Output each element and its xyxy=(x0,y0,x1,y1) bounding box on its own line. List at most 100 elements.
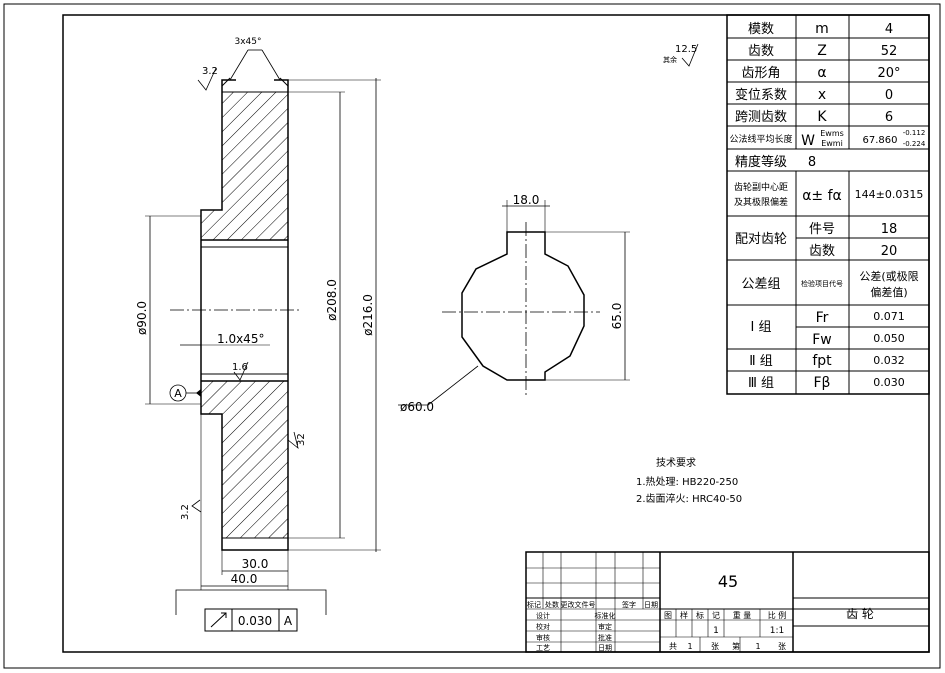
svg-text:Ⅰ 组: Ⅰ 组 xyxy=(751,320,772,335)
roughness-symbol-1: 3.2 xyxy=(197,66,218,91)
svg-text:张: 张 xyxy=(711,642,719,651)
svg-text:变位系数: 变位系数 xyxy=(735,87,787,103)
tip-diameter-label: ø216.0 xyxy=(361,294,375,336)
svg-text:0.071: 0.071 xyxy=(873,310,905,323)
svg-text:144±0.0315: 144±0.0315 xyxy=(855,188,924,201)
roughness-symbol-4: 3.2 xyxy=(180,499,202,520)
general-roughness: 其余 12.5 xyxy=(663,43,699,67)
svg-text:67.860: 67.860 xyxy=(863,135,898,146)
title-block-text: 45 齿 轮 标记 处数 更改文件号 签字 日期 设计 标准化 校对 审定 审核… xyxy=(527,572,874,652)
svg-text:记: 记 xyxy=(712,611,720,620)
part-name: 齿 轮 xyxy=(846,607,874,621)
param-table-text: 模数 m 4 齿数 Z 52 齿形角 α 20° 变位系数 x 0 跨测齿数 K… xyxy=(729,21,925,391)
svg-text:3.2: 3.2 xyxy=(202,66,218,77)
svg-text:1: 1 xyxy=(687,642,692,651)
gear-parameter-table xyxy=(726,14,930,395)
svg-text:Ewmi: Ewmi xyxy=(821,139,843,148)
svg-text:日期: 日期 xyxy=(598,644,612,652)
svg-text:齿形角: 齿形角 xyxy=(741,66,780,81)
roughness-symbol-3: 32 xyxy=(287,431,307,450)
gear-section-view xyxy=(170,77,300,551)
svg-text:52: 52 xyxy=(881,44,898,59)
tech-line-1: 1.热处理: HB220-250 xyxy=(636,475,738,488)
svg-text:设计: 设计 xyxy=(536,611,550,620)
technical-requirements: 技术要求 1.热处理: HB220-250 2.齿面淬火: HRC40-50 xyxy=(636,456,742,505)
svg-text:比 例: 比 例 xyxy=(768,610,787,620)
svg-text:fpt: fpt xyxy=(812,353,832,369)
svg-text:4: 4 xyxy=(885,22,893,37)
keyway-section-view: 18.0 65.0 ø60.0 xyxy=(398,193,630,414)
title-block xyxy=(525,551,930,653)
svg-text:3.2: 3.2 xyxy=(180,504,191,520)
svg-text:日期: 日期 xyxy=(644,601,658,609)
svg-text:18: 18 xyxy=(881,222,898,237)
dim-tip-diameter: ø216.0 xyxy=(288,78,381,552)
svg-text:更改文件号: 更改文件号 xyxy=(561,600,596,609)
svg-text:审定: 审定 xyxy=(598,622,612,631)
svg-text:公法线平均长度: 公法线平均长度 xyxy=(729,133,792,145)
svg-text:标: 标 xyxy=(696,610,704,620)
svg-text:8: 8 xyxy=(808,155,816,170)
svg-text:W: W xyxy=(801,133,815,149)
svg-text:Fw: Fw xyxy=(812,332,832,348)
svg-text:标记: 标记 xyxy=(527,600,541,609)
svg-text:共: 共 xyxy=(669,642,677,651)
svg-text:审核: 审核 xyxy=(536,633,550,642)
chamfer-top-label: 3x45° xyxy=(234,37,261,47)
svg-text:Z: Z xyxy=(817,43,827,59)
svg-text:处数: 处数 xyxy=(545,600,559,609)
svg-text:α: α xyxy=(817,65,826,81)
svg-text:0: 0 xyxy=(885,88,893,103)
svg-text:齿轮副中心距: 齿轮副中心距 xyxy=(734,181,788,193)
svg-text:标准化: 标准化 xyxy=(595,611,616,620)
svg-text:1: 1 xyxy=(755,642,760,651)
svg-text:ø60.0: ø60.0 xyxy=(400,400,434,414)
tech-line-2: 2.齿面淬火: HRC40-50 xyxy=(636,492,742,505)
svg-text:偏差值): 偏差值) xyxy=(870,285,907,299)
svg-text:跨测齿数: 跨测齿数 xyxy=(735,110,787,125)
svg-text:m: m xyxy=(815,21,829,37)
svg-text:α± fα: α± fα xyxy=(802,188,842,204)
outer-border xyxy=(3,3,941,669)
gdt-datum: A xyxy=(284,614,293,628)
svg-text:重 量: 重 量 xyxy=(733,610,752,620)
svg-text:其余: 其余 xyxy=(663,55,677,64)
svg-text:65.0: 65.0 xyxy=(610,303,624,330)
svg-text:0.030: 0.030 xyxy=(873,376,905,389)
roughness-symbol-2: 1.6 xyxy=(232,361,249,381)
svg-text:第: 第 xyxy=(732,641,740,651)
svg-text:0.050: 0.050 xyxy=(873,332,905,345)
material-label: 45 xyxy=(718,572,738,591)
svg-text:x: x xyxy=(818,87,826,103)
datum-a: A xyxy=(169,384,201,402)
svg-text:1: 1 xyxy=(713,626,719,636)
svg-text:20: 20 xyxy=(881,244,898,259)
svg-text:18.0: 18.0 xyxy=(513,193,540,207)
svg-text:签字: 签字 xyxy=(622,600,636,609)
svg-text:校对: 校对 xyxy=(536,622,550,631)
svg-text:精度等级: 精度等级 xyxy=(735,154,787,170)
svg-text:Fr: Fr xyxy=(816,310,829,326)
svg-text:Ⅱ 组: Ⅱ 组 xyxy=(749,354,773,369)
dim-bore-diameter: ø90.0 xyxy=(135,215,201,405)
svg-text:1:1: 1:1 xyxy=(770,626,784,636)
bore-chamfer-callout: 1.0x45° xyxy=(180,332,270,346)
svg-text:图: 图 xyxy=(664,611,672,620)
dim-hub-width: 30.0 xyxy=(221,550,289,590)
svg-text:0.032: 0.032 xyxy=(873,354,905,367)
inner-border xyxy=(62,14,930,653)
svg-text:公差组: 公差组 xyxy=(741,277,780,292)
svg-text:检验项目代号: 检验项目代号 xyxy=(801,279,843,288)
svg-text:6: 6 xyxy=(885,110,893,125)
svg-text:齿数: 齿数 xyxy=(809,244,835,259)
svg-text:Ewms: Ewms xyxy=(820,129,844,138)
svg-text:件号: 件号 xyxy=(809,222,835,237)
svg-text:12.5: 12.5 xyxy=(675,44,697,55)
bore-diameter-label: ø90.0 xyxy=(135,301,149,335)
gdt-tolerance: 0.030 xyxy=(238,614,272,628)
svg-text:20°: 20° xyxy=(877,66,900,81)
svg-text:1.6: 1.6 xyxy=(232,362,248,373)
dim-total-width: 40.0 xyxy=(200,414,288,590)
svg-text:及其极限偏差: 及其极限偏差 xyxy=(734,196,788,208)
